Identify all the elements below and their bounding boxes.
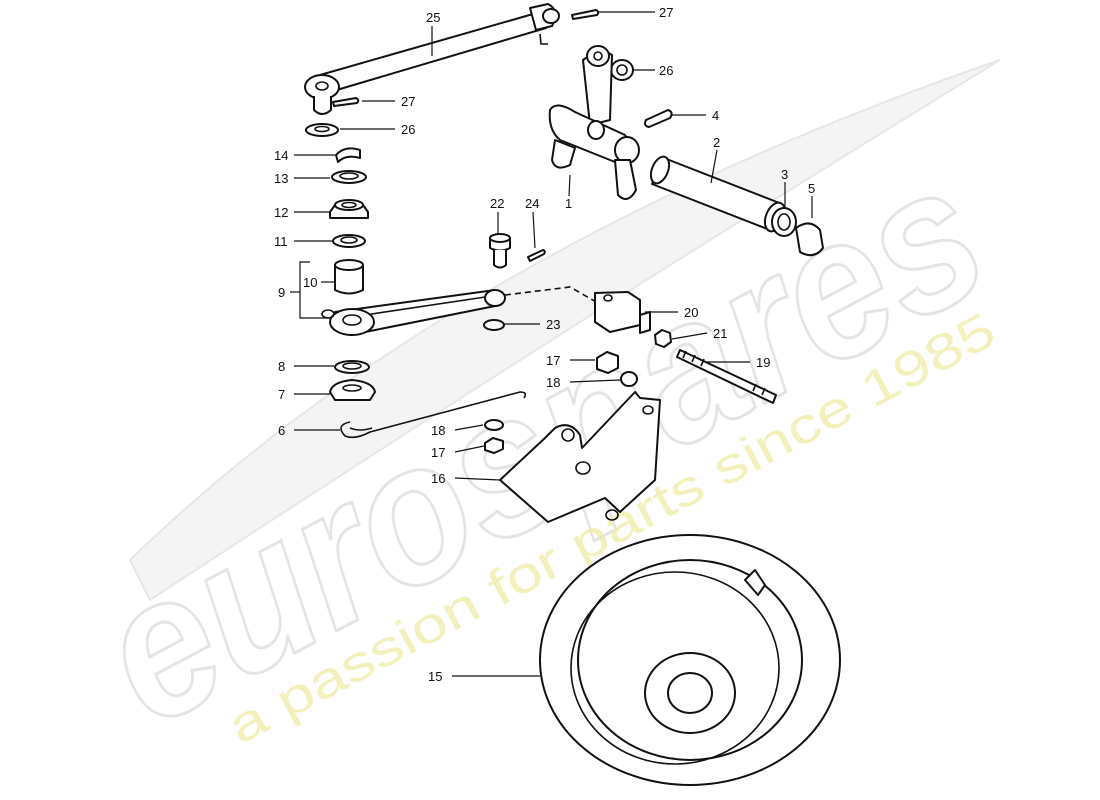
part-18-washer-upper <box>620 371 638 387</box>
part-3-seal-ring <box>771 207 797 237</box>
part-18-washer-lower <box>484 419 504 431</box>
label-8: 8 <box>278 359 285 374</box>
part-26-washer-left <box>305 123 339 137</box>
label-9: 9 <box>278 285 285 300</box>
part-5-end-cap <box>795 222 824 257</box>
part-11-washer <box>332 234 366 248</box>
part-7-bushing <box>329 379 376 401</box>
leader-lines <box>290 11 813 677</box>
label-7: 7 <box>278 387 285 402</box>
part-25-linkage-rod <box>304 3 560 115</box>
part-10-sleeve <box>334 259 364 295</box>
part-15-brake-booster <box>539 534 841 786</box>
part-1-shift-lever <box>548 45 640 200</box>
part-labels: 25 27 27 26 26 4 2 3 5 1 14 13 12 11 10 … <box>274 5 815 684</box>
part-13-washer <box>331 170 367 184</box>
label-5: 5 <box>808 181 815 196</box>
part-22-clevis-pin <box>489 233 511 269</box>
part-24-split-pin <box>527 249 546 262</box>
label-23: 23 <box>546 317 560 332</box>
part-8-washer <box>334 360 370 374</box>
label-24: 24 <box>525 196 539 211</box>
part-27-cotter-pin-top <box>571 9 600 20</box>
label-21: 21 <box>713 326 727 341</box>
part-19-threaded-rod <box>676 349 777 404</box>
label-26-left: 26 <box>401 122 415 137</box>
label-25: 25 <box>426 10 440 25</box>
part-9-lever-arm <box>321 286 599 336</box>
label-27-left: 27 <box>401 94 415 109</box>
label-14: 14 <box>274 148 288 163</box>
label-10: 10 <box>303 275 317 290</box>
part-26-washer-top <box>610 59 634 81</box>
label-16: 16 <box>431 471 445 486</box>
label-17-upper: 17 <box>546 353 560 368</box>
part-20-clevis <box>594 291 651 334</box>
label-26-top: 26 <box>659 63 673 78</box>
label-2: 2 <box>713 135 720 150</box>
part-17-nut-upper <box>596 351 619 374</box>
label-18-lower: 18 <box>431 423 445 438</box>
part-21-nut <box>654 329 672 348</box>
label-6: 6 <box>278 423 285 438</box>
part-14-circlip <box>335 147 361 163</box>
part-16-bracket <box>499 391 661 523</box>
label-20: 20 <box>684 305 698 320</box>
label-18-upper: 18 <box>546 375 560 390</box>
part-17-nut-lower <box>484 437 504 454</box>
part-23-washer <box>483 319 505 331</box>
part-27-cotter-pin-left <box>332 97 360 107</box>
label-1: 1 <box>565 196 572 211</box>
label-19: 19 <box>756 355 770 370</box>
label-4: 4 <box>712 108 719 123</box>
part-6-spring <box>340 391 527 439</box>
label-13: 13 <box>274 171 288 186</box>
part-4-pin <box>644 109 673 128</box>
label-12: 12 <box>274 205 288 220</box>
part-12-bushing <box>329 199 369 219</box>
label-15: 15 <box>428 669 442 684</box>
label-22: 22 <box>490 196 504 211</box>
label-17-lower: 17 <box>431 445 445 460</box>
label-27-top: 27 <box>659 5 673 20</box>
label-3: 3 <box>781 167 788 182</box>
label-11: 11 <box>274 234 288 249</box>
